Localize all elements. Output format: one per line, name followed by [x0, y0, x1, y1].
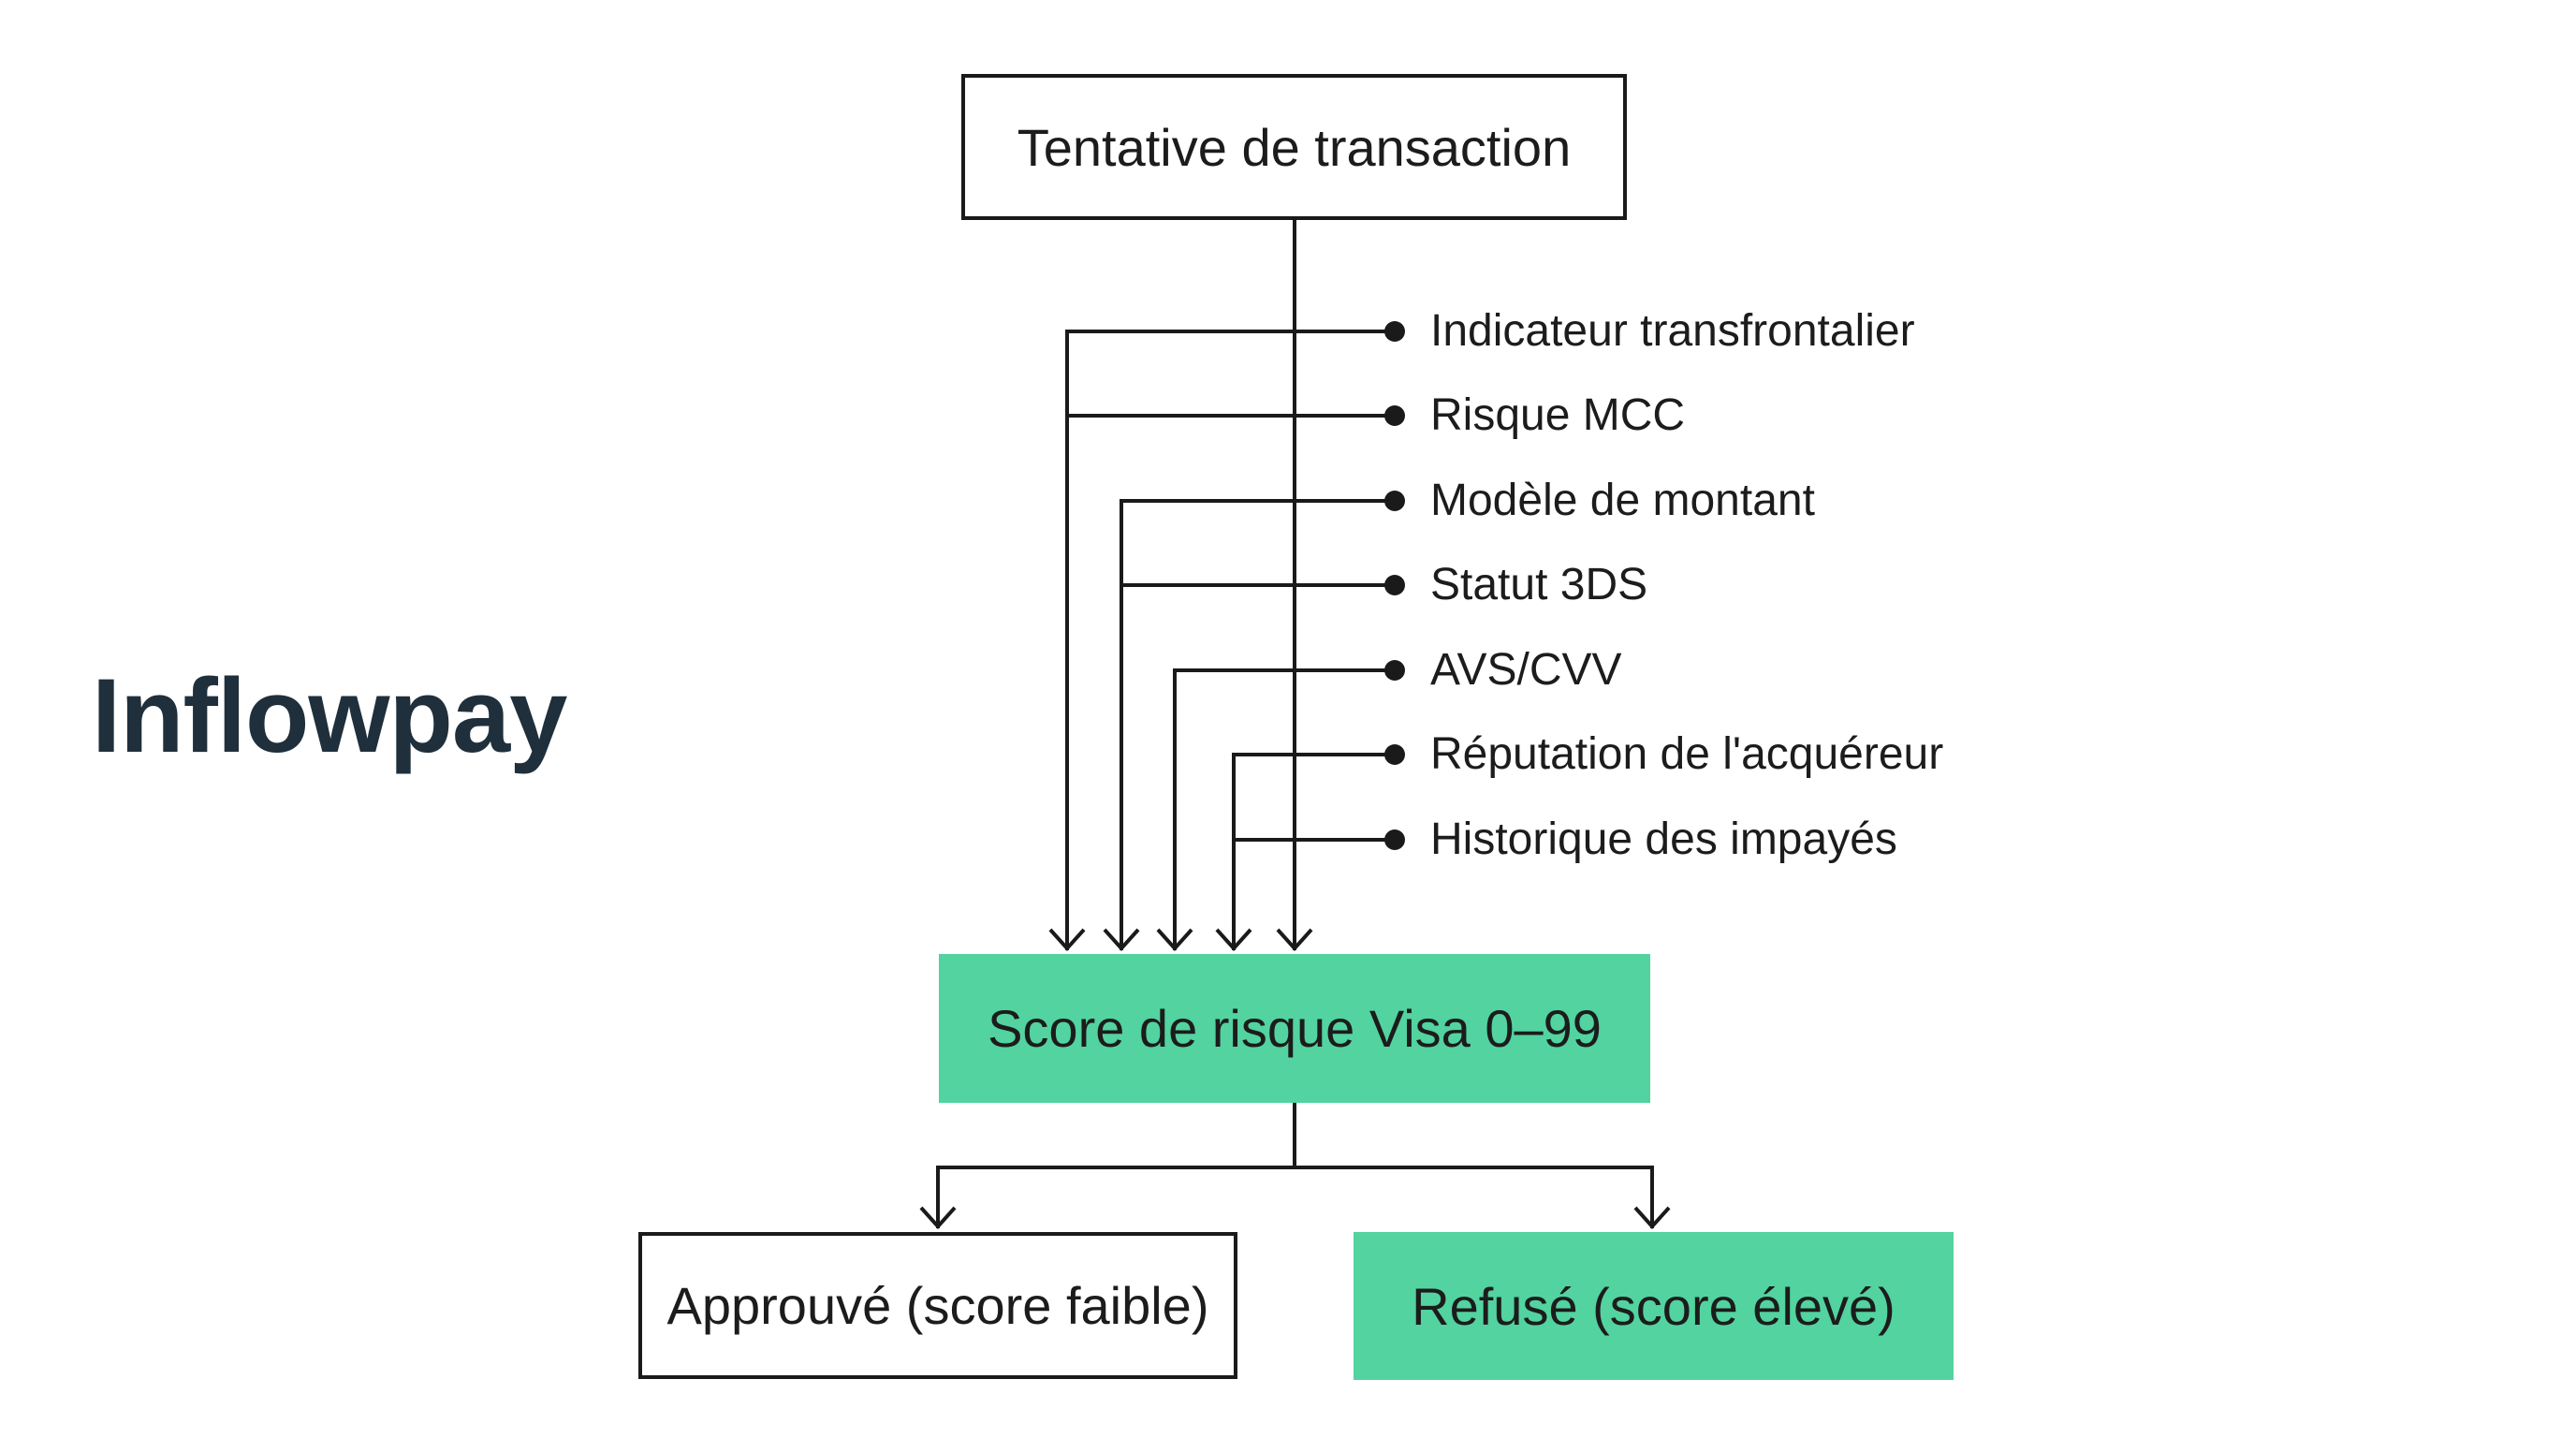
factor-label-chargeback-history: Historique des impayés [1430, 814, 1897, 864]
factor-lane-arrow-head-0 [1048, 928, 1086, 951]
factor-bullet-3ds-status [1384, 575, 1405, 595]
node-approved-label: Approuvé (score faible) [666, 1276, 1209, 1335]
factor-label-3ds-status: Statut 3DS [1430, 560, 1648, 609]
factor-lane-arrow-head-1 [1103, 928, 1140, 951]
factor-label-cross-border: Indicateur transfrontalier [1430, 306, 1915, 356]
node-visa-risk-score-label: Score de risque Visa 0–99 [988, 999, 1602, 1058]
factor-bullet-mcc-risk [1384, 405, 1405, 426]
node-visa-risk-score: Score de risque Visa 0–99 [939, 954, 1650, 1103]
factor-bullet-avs-cvv [1384, 660, 1405, 681]
factor-label-amount-pattern: Modèle de montant [1430, 476, 1815, 525]
refuse-arrow-head [1633, 1206, 1671, 1229]
node-refused-label: Refusé (score élevé) [1412, 1276, 1895, 1336]
factor-bullet-acquirer-reputation [1384, 744, 1405, 765]
factor-lane-arrow-head-3 [1215, 928, 1252, 951]
approve-arrow-head [919, 1206, 957, 1229]
factor-label-acquirer-reputation: Réputation de l'acquéreur [1430, 729, 1944, 779]
factor-lane-arrow-head-2 [1156, 928, 1193, 951]
brand-logo: Inflowpay [92, 657, 567, 774]
factor-bullet-amount-pattern [1384, 491, 1405, 511]
node-transaction-attempt: Tentative de transaction [961, 74, 1627, 220]
node-transaction-attempt-label: Tentative de transaction [1017, 117, 1572, 177]
factor-bullet-chargeback-history [1384, 829, 1405, 850]
factor-label-avs-cvv: AVS/CVV [1430, 645, 1622, 695]
factor-label-mcc-risk: Risque MCC [1430, 390, 1686, 440]
node-approved: Approuvé (score faible) [638, 1232, 1237, 1379]
node-refused: Refusé (score élevé) [1354, 1232, 1954, 1380]
factor-bullet-cross-border [1384, 321, 1405, 342]
trunk-arrow-head [1276, 928, 1313, 951]
